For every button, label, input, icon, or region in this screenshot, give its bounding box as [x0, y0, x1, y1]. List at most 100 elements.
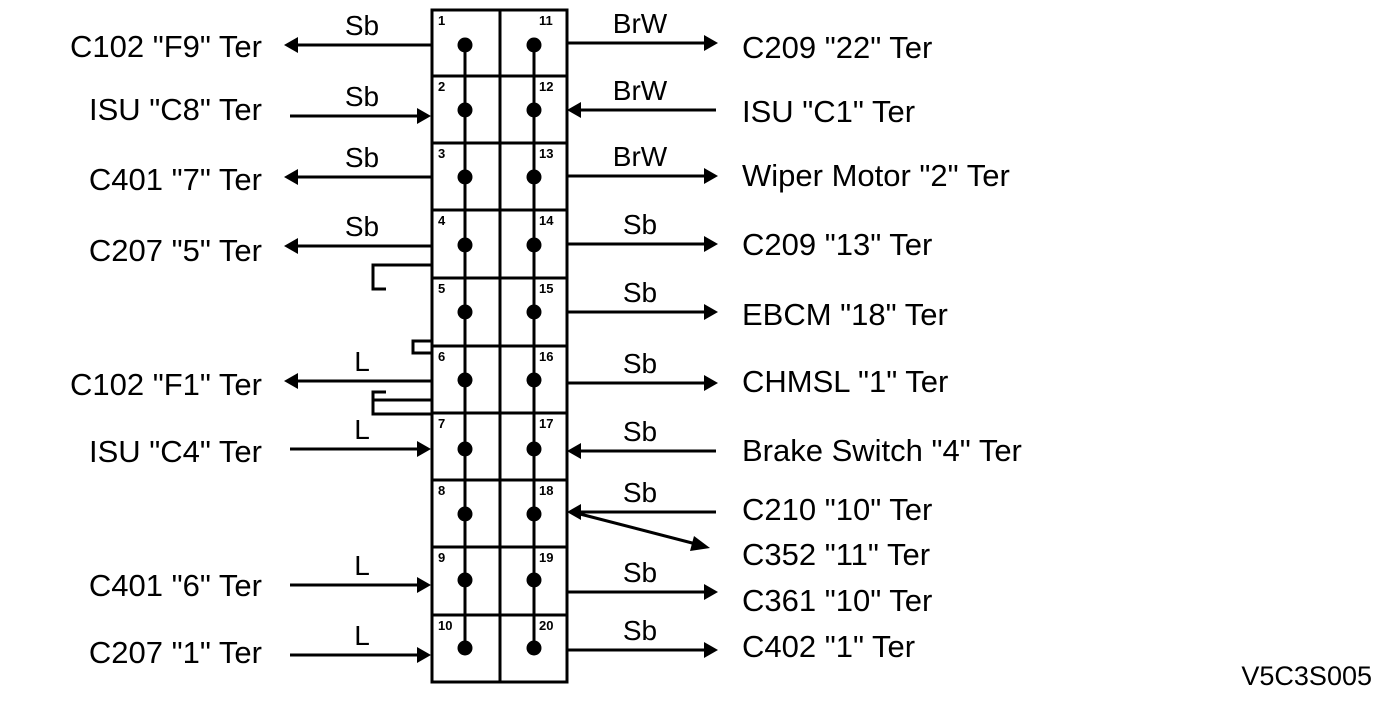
cavity-number: 6: [438, 349, 445, 364]
wire-color-label: BrW: [613, 75, 668, 106]
wire-branch-line: [579, 512, 697, 546]
arrow-head: [284, 373, 298, 389]
cavity-number: 5: [438, 281, 445, 296]
terminal-label: C207 "5" Ter: [89, 233, 262, 268]
arrow-head: [704, 168, 718, 184]
terminal-label: Brake Switch "4" Ter: [742, 433, 1022, 468]
wires-layer: [284, 35, 718, 663]
terminal-dot: [526, 304, 542, 320]
arrow-head: [567, 504, 581, 520]
terminal-label: C102 "F1" Ter: [70, 367, 262, 402]
arrow-head: [567, 443, 581, 459]
cavity-number: 10: [438, 618, 452, 633]
arrow-head: [690, 536, 710, 551]
wire-color-label: L: [354, 550, 370, 581]
terminal-label: C402 "1" Ter: [742, 629, 915, 664]
wire-color-label: Sb: [623, 615, 657, 646]
cavity-number: 15: [539, 281, 553, 296]
wire-color-label: Sb: [623, 277, 657, 308]
terminal-label: Wiper Motor "2" Ter: [742, 158, 1010, 193]
shorting-bar: [371, 390, 432, 416]
cavity-number: 13: [539, 146, 553, 161]
terminal-dot: [526, 640, 542, 656]
arrow-head: [417, 577, 431, 593]
terminal-dot: [457, 169, 473, 185]
arrow-head: [284, 238, 298, 254]
arrow-head: [284, 169, 298, 185]
cavity-number: 17: [539, 416, 553, 431]
cavity-number: 2: [438, 79, 445, 94]
diagram-code: V5C3S005: [1241, 661, 1372, 691]
cavity-number: 12: [539, 79, 553, 94]
terminal-dot: [526, 237, 542, 253]
arrow-head: [417, 441, 431, 457]
wire-color-label: Sb: [345, 10, 379, 41]
terminal-label: C210 "10" Ter: [742, 492, 932, 527]
arrow-head: [417, 647, 431, 663]
shorting-bar: [411, 339, 432, 355]
terminal-dot: [526, 441, 542, 457]
terminal-label: C207 "1" Ter: [89, 635, 262, 670]
terminal-label: CHMSL "1" Ter: [742, 364, 948, 399]
cavity-number: 14: [539, 213, 554, 228]
wire-color-label: L: [354, 620, 370, 651]
terminal-label: C352 "11" Ter: [742, 537, 930, 572]
terminal-dot: [526, 572, 542, 588]
cavity-number: 19: [539, 550, 553, 565]
wire-color-label: BrW: [613, 8, 668, 39]
terminal-label: C209 "22" Ter: [742, 30, 932, 65]
wire-color-label: Sb: [623, 348, 657, 379]
shorting-bar: [371, 263, 432, 291]
cavity-number: 1: [438, 13, 445, 28]
cavity-number: 18: [539, 483, 553, 498]
wire-color-label: Sb: [623, 557, 657, 588]
arrow-head: [704, 304, 718, 320]
terminal-dots: [457, 37, 542, 656]
arrow-head: [417, 108, 431, 124]
cavity-number: 16: [539, 349, 553, 364]
terminal-dot: [457, 441, 473, 457]
terminal-label: ISU "C8" Ter: [89, 92, 262, 127]
cavity-number: 4: [438, 213, 446, 228]
terminal-dot: [457, 237, 473, 253]
terminal-label: ISU "C4" Ter: [89, 434, 262, 469]
cavity-number: 9: [438, 550, 445, 565]
terminal-dot: [457, 372, 473, 388]
terminal-label: C361 "10" Ter: [742, 583, 932, 618]
terminal-dot: [526, 506, 542, 522]
cavity-number: 7: [438, 416, 445, 431]
terminal-dot: [526, 102, 542, 118]
wire-color-label: Sb: [623, 477, 657, 508]
wire-color-label: Sb: [345, 142, 379, 173]
terminal-label: C401 "6" Ter: [89, 568, 262, 603]
cavity-number: 20: [539, 618, 553, 633]
arrow-head: [704, 642, 718, 658]
terminal-dot: [457, 572, 473, 588]
wire-color-label: Sb: [623, 209, 657, 240]
terminal-dot: [526, 372, 542, 388]
terminal-label: C102 "F9" Ter: [70, 29, 262, 64]
terminal-dot: [457, 640, 473, 656]
terminal-dot: [457, 506, 473, 522]
wire-color-label: Sb: [345, 81, 379, 112]
terminal-dot: [457, 102, 473, 118]
wire-color-label: BrW: [613, 141, 668, 172]
terminal-label: C209 "13" Ter: [742, 227, 932, 262]
terminal-dot: [457, 37, 473, 53]
arrow-head: [704, 584, 718, 600]
wire-color-label: Sb: [623, 416, 657, 447]
cavity-number: 11: [539, 13, 553, 28]
arrow-head: [567, 102, 581, 118]
arrow-head: [284, 37, 298, 53]
arrow-head: [704, 35, 718, 51]
wire-color-label: L: [354, 414, 370, 445]
cavity-number: 3: [438, 146, 445, 161]
terminal-label: C401 "7" Ter: [89, 162, 262, 197]
cavity-number: 8: [438, 483, 445, 498]
arrow-head: [704, 375, 718, 391]
wire-color-label: Sb: [345, 211, 379, 242]
terminal-label: EBCM "18" Ter: [742, 297, 948, 332]
terminal-dot: [526, 169, 542, 185]
